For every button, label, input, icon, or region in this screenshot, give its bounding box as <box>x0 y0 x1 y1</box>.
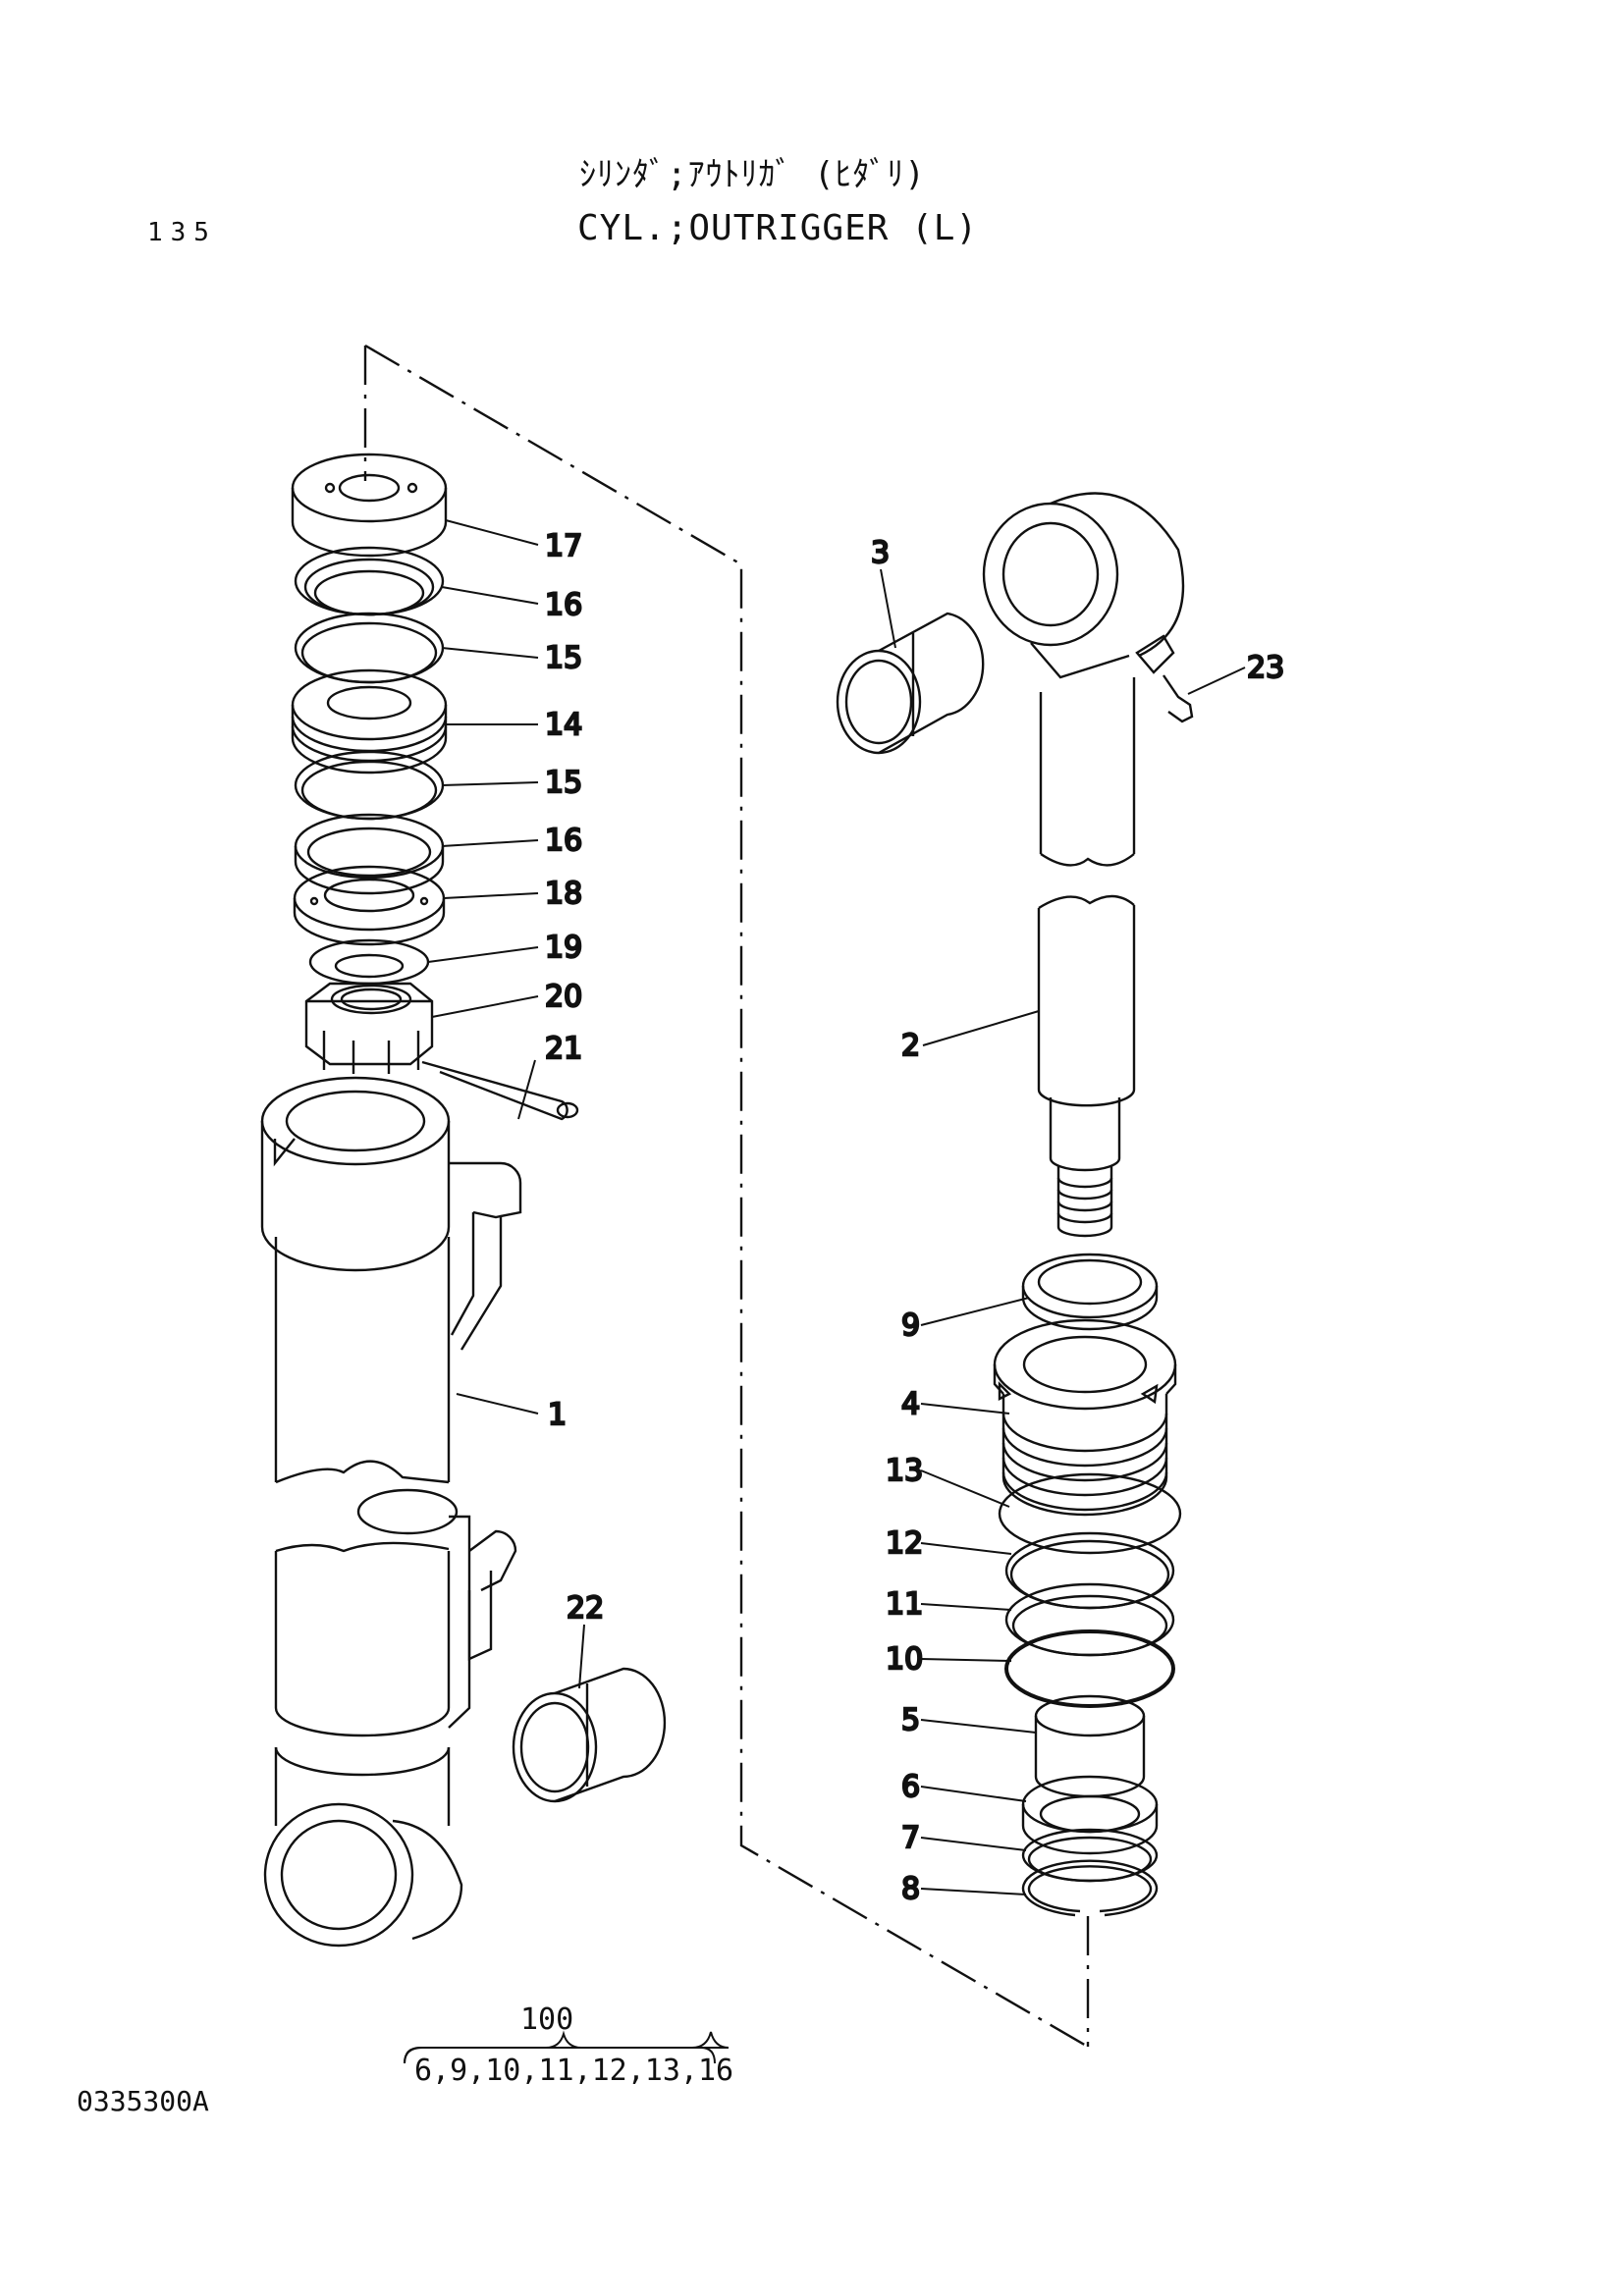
part-8-snap-ring <box>1021 1859 1159 1917</box>
title-english: CYL.;OUTRIGGER (L) <box>577 208 979 248</box>
part-1-cylinder-tube <box>260 1076 522 1948</box>
callout-20: 20 <box>545 980 582 1014</box>
callout-4: 4 <box>901 1387 920 1421</box>
part-17-gland-plate <box>291 453 448 558</box>
part-10-o-ring <box>1004 1629 1175 1708</box>
callout-15: 15 <box>545 766 582 800</box>
part-19-washer <box>308 938 430 986</box>
callout-9: 9 <box>901 1308 920 1343</box>
callout-14: 14 <box>545 708 582 742</box>
callout-22: 22 <box>567 1591 604 1626</box>
callout-23: 23 <box>1247 651 1284 685</box>
callout-18: 18 <box>545 877 582 911</box>
callout-16: 16 <box>545 588 582 622</box>
callout-19: 19 <box>545 931 582 965</box>
callout-16: 16 <box>545 824 582 858</box>
callout-10: 10 <box>886 1642 923 1677</box>
callout-6: 6 <box>901 1770 920 1804</box>
assembly-brace-line <box>404 2030 716 2064</box>
part-15-ring-lower <box>294 750 445 821</box>
part-14-piston <box>291 668 448 774</box>
drawing-code: 0335300A <box>77 2085 209 2117</box>
page-number: 135 <box>147 218 217 247</box>
part-3-bushing <box>836 612 985 755</box>
callout-12: 12 <box>886 1526 923 1561</box>
part-6-dust-seal <box>1021 1775 1159 1855</box>
assembly-boundary <box>363 344 1090 2049</box>
part-4-cylinder-head <box>993 1318 1177 1517</box>
part-18-ring <box>293 865 446 946</box>
callout-7: 7 <box>901 1821 920 1855</box>
title-japanese: ｼﾘﾝﾀﾞ;ｱｳﾄﾘｶﾞ (ﾋﾀﾞﾘ) <box>579 155 926 194</box>
part-23-grease-nipple <box>1135 634 1194 723</box>
assembly-number: 100 <box>520 2002 574 2037</box>
callout-21: 21 <box>545 1032 582 1066</box>
part-2-piston-rod <box>1037 894 1136 1238</box>
part-15-ring-upper <box>294 612 445 684</box>
part-rod-eye <box>982 492 1185 867</box>
callout-15: 15 <box>545 641 582 675</box>
part-16-seal-lower <box>294 813 445 895</box>
part-16-seal-upper <box>294 546 445 616</box>
callout-1: 1 <box>548 1398 567 1432</box>
part-9-seal <box>1021 1253 1159 1331</box>
callout-5: 5 <box>901 1703 920 1737</box>
leader-lines <box>427 519 1246 1896</box>
callout-13: 13 <box>886 1454 923 1488</box>
assembly-members: 6,9,10,11,12,13,16 <box>414 2054 734 2088</box>
part-12-backup-ring <box>1004 1531 1175 1610</box>
callout-17: 17 <box>545 529 582 563</box>
part-7-ring <box>1021 1828 1159 1883</box>
part-11-seal <box>1004 1582 1175 1657</box>
callout-2: 2 <box>901 1029 920 1063</box>
part-22-bushing <box>512 1667 667 1803</box>
part-20-nut <box>304 982 434 1074</box>
callout-8: 8 <box>901 1872 920 1906</box>
callout-numbers: 17 16 15 14 15 16 18 19 20 21 1 22 3 23 … <box>544 528 1286 1907</box>
part-13-o-ring <box>998 1472 1182 1555</box>
callout-3: 3 <box>871 536 890 570</box>
part-21-split-pin <box>421 1060 579 1121</box>
callout-11: 11 <box>886 1587 923 1622</box>
